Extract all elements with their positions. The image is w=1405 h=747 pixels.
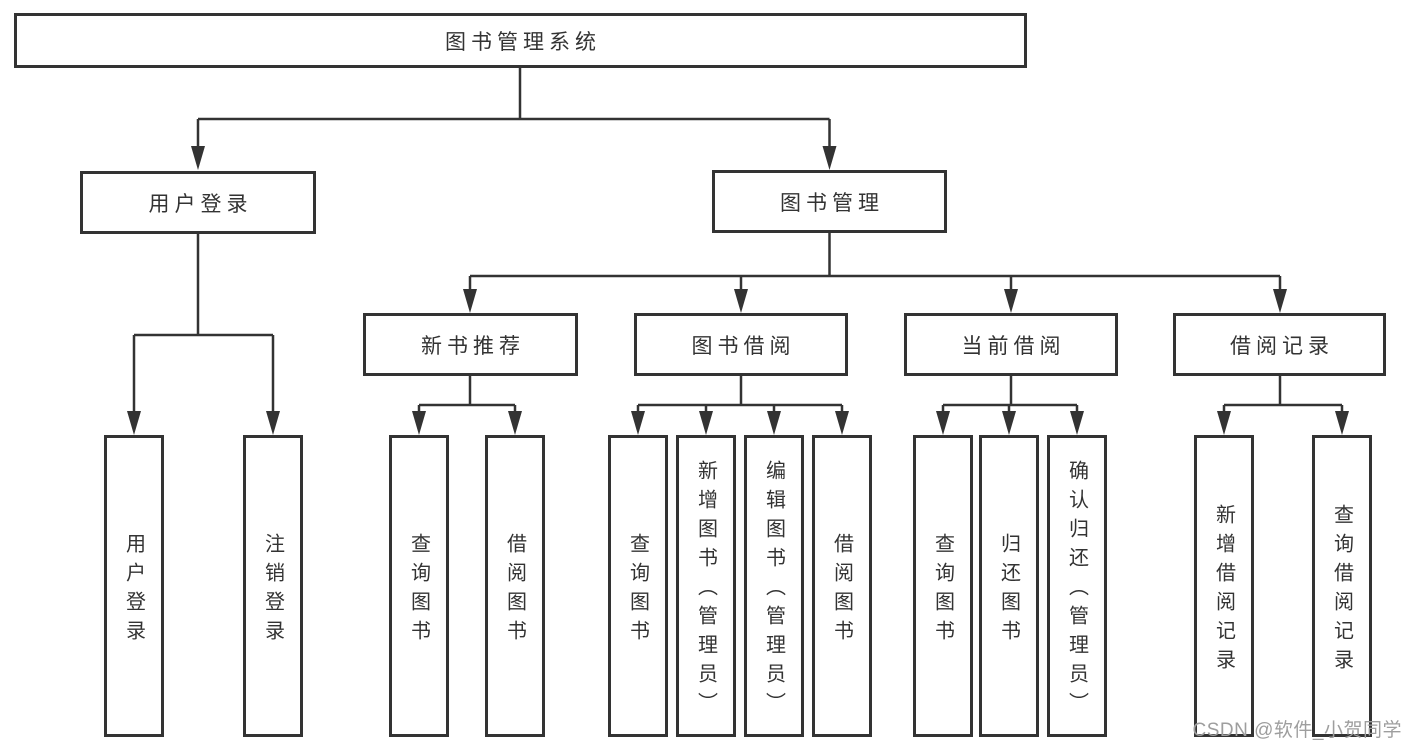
connector-book-borrowing: [636, 376, 844, 415]
leaf-edit-books-admin: 编辑图书（管理员）: [744, 435, 804, 737]
leaf-user-login: 用户登录: [104, 435, 164, 737]
arrowhead-icon: [1217, 411, 1231, 435]
leaf-logout: 注销登录: [243, 435, 303, 737]
leaf-label: 确认归还（管理员）: [1065, 460, 1088, 721]
node-label: 新书推荐: [421, 334, 525, 358]
arrowhead-icon: [1335, 411, 1349, 435]
node-book-borrowing: 图书借阅: [634, 313, 848, 376]
leaf-add-books-admin: 新增图书（管理员）: [676, 435, 736, 737]
arrowhead-icon: [835, 411, 849, 435]
leaf-borrow-books: 借阅图书: [812, 435, 872, 737]
arrowhead-icon: [1002, 411, 1016, 435]
leaf-query-borrow-record: 查询借阅记录: [1312, 435, 1372, 737]
node-label: 图书管理: [780, 191, 884, 215]
leaf-label: 新增借阅记录: [1212, 503, 1235, 678]
node-label: 用户登录: [148, 192, 253, 216]
node-user-login: 用户登录: [80, 171, 316, 234]
connector-root: [196, 68, 831, 150]
arrowhead-icon: [767, 411, 781, 435]
leaf-label: 借阅图书: [830, 532, 853, 649]
arrowhead-icon: [508, 411, 522, 435]
connector-current-borrowing: [941, 376, 1079, 415]
leaf-label: 新增图书（管理员）: [694, 460, 717, 721]
connector-new-book-recommendation: [417, 376, 517, 415]
arrowhead-icon: [1070, 411, 1084, 435]
leaf-add-borrow-record: 新增借阅记录: [1194, 435, 1254, 737]
arrowhead-icon: [266, 411, 280, 435]
leaf-label: 用户登录: [122, 532, 145, 649]
arrowhead-icon: [822, 146, 837, 170]
connector-book-management: [468, 233, 1282, 293]
leaf-return-books: 归还图书: [979, 435, 1039, 737]
watermark: CSDN @软件_小贺同学: [1192, 720, 1402, 741]
arrowhead-icon: [699, 411, 713, 435]
leaf-label: 查询借阅记录: [1330, 503, 1353, 678]
node-new-book-recommendation: 新书推荐: [363, 313, 578, 376]
connector-borrowing-records: [1222, 376, 1344, 415]
leaf-borrow-books-recommend: 借阅图书: [485, 435, 545, 737]
leaf-label: 归还图书: [997, 532, 1020, 649]
node-label: 图书管理系统: [445, 30, 601, 54]
node-library-management-system: 图书管理系统: [14, 13, 1027, 68]
leaf-label: 注销登录: [261, 532, 284, 649]
arrowhead-icon: [631, 411, 645, 435]
leaf-query-books-recommend: 查询图书: [389, 435, 449, 737]
node-book-management: 图书管理: [712, 170, 947, 233]
node-borrowing-records: 借阅记录: [1173, 313, 1386, 376]
leaf-label: 查询图书: [626, 532, 649, 649]
leaf-label: 查询图书: [931, 532, 954, 649]
leaf-label: 编辑图书（管理员）: [762, 460, 785, 721]
arrowhead-icon: [1273, 289, 1287, 313]
leaf-confirm-return-admin: 确认归还（管理员）: [1047, 435, 1107, 737]
arrowhead-icon: [463, 289, 477, 313]
node-label: 当前借阅: [961, 334, 1066, 358]
leaf-label: 借阅图书: [503, 532, 526, 649]
arrowhead-icon: [1004, 289, 1018, 313]
arrowhead-icon: [412, 411, 426, 435]
node-label: 借阅记录: [1230, 334, 1334, 358]
arrowhead-icon: [191, 146, 205, 170]
node-label: 图书借阅: [691, 334, 796, 358]
leaf-query-books-current: 查询图书: [913, 435, 973, 737]
leaf-label: 查询图书: [407, 532, 430, 649]
arrowhead-icon: [936, 411, 950, 435]
arrowhead-icon: [127, 411, 141, 435]
node-current-borrowing: 当前借阅: [904, 313, 1118, 376]
connector-user-login: [132, 234, 275, 415]
arrowhead-icon: [734, 289, 748, 313]
leaf-query-books-borrowing: 查询图书: [608, 435, 668, 737]
